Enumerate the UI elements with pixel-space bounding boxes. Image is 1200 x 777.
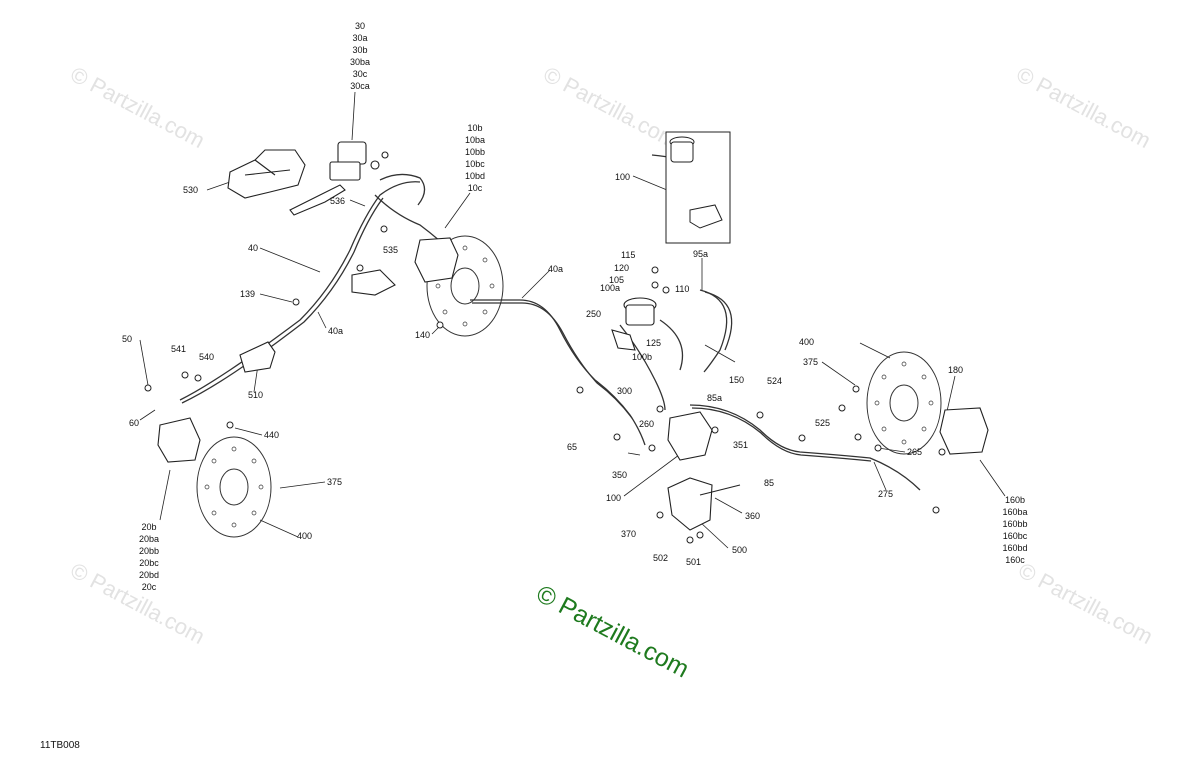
callout-20b: 20b	[141, 522, 157, 532]
bracket-530	[227, 149, 306, 199]
callout-160bd: 160bd	[1002, 543, 1028, 553]
callout-500: 500	[732, 545, 748, 555]
callout-160c: 160c	[1005, 555, 1025, 565]
callout-10c: 10c	[467, 183, 483, 193]
callout-10ba: 10ba	[464, 135, 486, 145]
callout-50: 50	[122, 334, 133, 344]
callout-150: 150	[729, 375, 745, 385]
callout-535: 535	[383, 245, 399, 255]
drawing-code: 11TB008	[40, 740, 80, 751]
callout-65: 65	[567, 442, 578, 452]
valve-510	[239, 341, 276, 373]
callout-20bd: 20bd	[138, 570, 160, 580]
callout-85a: 85a	[707, 393, 723, 403]
callout-30: 30	[354, 21, 365, 31]
callout-20bb: 20bb	[138, 546, 160, 556]
callout-30c: 30c	[352, 69, 368, 79]
master-cylinder	[289, 141, 389, 216]
callout-30ca: 30ca	[350, 81, 370, 91]
callout-260: 260	[639, 419, 655, 429]
callout-10b: 10b	[467, 123, 483, 133]
callout-275: 275	[878, 489, 894, 499]
callout-540: 540	[199, 352, 215, 362]
callout-440: 440	[264, 430, 280, 440]
callout-139: 139	[240, 289, 256, 299]
callout-541: 541	[171, 344, 187, 354]
callout-536: 536	[330, 196, 346, 206]
callout-125: 125	[646, 338, 662, 348]
calipers	[157, 237, 989, 463]
callout-100b: 100b	[632, 352, 653, 362]
rotors	[196, 235, 942, 538]
brake-lines	[179, 154, 921, 491]
callout-160b: 160b	[1004, 495, 1026, 505]
callout-stack-10: 10b 10ba 10bb 10bc 10bd 10c	[460, 122, 490, 194]
callout-100-bottom: 100	[606, 493, 622, 503]
callout-120: 120	[614, 263, 630, 273]
callout-351: 351	[733, 440, 749, 450]
callout-85: 85	[764, 478, 775, 488]
callout-60: 60	[129, 418, 140, 428]
callout-502: 502	[653, 553, 669, 563]
callout-140: 140	[415, 330, 431, 340]
callout-300: 300	[617, 386, 633, 396]
callout-10bb: 10bb	[464, 147, 486, 157]
callout-stack-20: 20b 20ba 20bb 20bc 20bd 20c	[134, 521, 164, 593]
callout-524: 524	[767, 376, 783, 386]
callout-370: 370	[621, 529, 637, 539]
rear-master-cylinder	[611, 297, 657, 351]
callout-375-right: 375	[803, 357, 819, 367]
callout-110: 110	[675, 284, 690, 294]
callout-160ba: 160ba	[1002, 507, 1028, 517]
callout-400-right: 400	[799, 337, 815, 347]
callout-20c: 20c	[141, 582, 157, 592]
callout-40a-left: 40a	[328, 326, 344, 336]
callout-10bd: 10bd	[464, 171, 486, 181]
callout-400-left: 400	[297, 531, 313, 541]
callout-stack-30: 30 30a 30b 30ba 30c 30ca	[345, 20, 375, 92]
callout-20bc: 20bc	[139, 558, 159, 568]
callout-40a-mid: 40a	[548, 264, 564, 274]
pedal-bracket	[667, 411, 741, 531]
callout-510: 510	[248, 390, 264, 400]
leader-lines	[139, 91, 1006, 549]
callout-10bc: 10bc	[465, 159, 485, 169]
callout-30ba: 30ba	[349, 57, 371, 67]
callout-360: 360	[745, 511, 761, 521]
fasteners	[144, 225, 946, 544]
callout-100-top: 100	[615, 172, 631, 182]
callout-265: 265	[907, 447, 923, 457]
callout-525: 525	[815, 418, 831, 428]
callout-115: 115	[621, 250, 636, 260]
callout-160bb: 160bb	[1002, 519, 1028, 529]
callout-350: 350	[612, 470, 628, 480]
callout-30a: 30a	[352, 33, 368, 43]
callout-180: 180	[948, 365, 964, 375]
callout-160bc: 160bc	[1002, 531, 1028, 541]
reservoir-inset	[665, 131, 731, 244]
callout-250: 250	[586, 309, 602, 319]
callout-30b: 30b	[352, 45, 368, 55]
callout-501: 501	[686, 557, 702, 567]
callout-105: 105	[609, 275, 625, 285]
callout-100a: 100a	[600, 283, 621, 293]
callout-stack-160: 160b 160ba 160bb 160bc 160bd 160c	[998, 494, 1032, 566]
callout-40: 40	[248, 243, 259, 253]
callout-375-left: 375	[327, 477, 343, 487]
callout-530: 530	[183, 185, 199, 195]
callout-20ba: 20ba	[138, 534, 160, 544]
callout-95a: 95a	[693, 249, 709, 259]
